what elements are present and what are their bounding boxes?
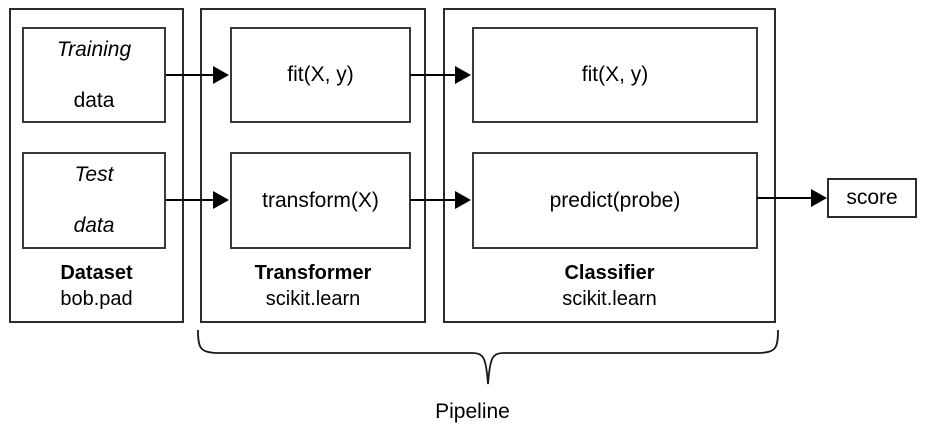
caption-transformer-title: Transformer [254,262,372,284]
box-transformer-transform: transform(X) [230,152,411,249]
box-score-label: score [846,186,898,209]
box-training-data: Training data [22,27,166,123]
box-transformer-fit: fit(X, y) [230,27,411,123]
caption-classifier-title: Classifier [564,262,655,284]
arrow-transformer-fit-to-classifier-fit-head [455,66,471,84]
arrow-test-to-transformer-transform-line [166,199,214,201]
arrow-training-to-transformer-fit-head [213,66,229,84]
box-transformer-fit-label: fit(X, y) [287,63,354,87]
box-classifier-fit: fit(X, y) [472,27,758,123]
caption-classifier: Classifier scikit.learn [443,260,776,312]
caption-dataset-subtitle: bob.pad [60,288,133,310]
pipeline-label-text: Pipeline [435,400,510,423]
arrow-classifier-predict-to-score-head [811,189,827,207]
arrow-transformer-transform-to-classifier-predict-head [455,191,471,209]
group-dataset [9,8,184,323]
caption-classifier-subtitle: scikit.learn [562,288,657,310]
box-classifier-fit-label: fit(X, y) [581,63,649,87]
box-score: score [827,178,917,218]
box-classifier-predict-label: predict(probe) [549,188,681,212]
arrow-classifier-predict-to-score-line [757,197,813,199]
caption-transformer-subtitle: scikit.learn [265,288,361,310]
arrow-test-to-transformer-transform-head [213,191,229,209]
box-test-data-label: Test data [74,136,115,264]
arrow-transformer-transform-to-classifier-predict-line [410,199,456,201]
caption-dataset-title: Dataset [60,262,133,284]
group-classifier [443,8,776,323]
box-transformer-transform-label: transform(X) [262,188,379,212]
pipeline-brace-label: Pipeline [0,400,930,424]
training-data-line1: Training [56,37,132,61]
arrow-training-to-transformer-fit-line [166,74,214,76]
caption-dataset: Dataset bob.pad [9,260,184,312]
box-test-data: Test data [22,152,166,249]
arrow-transformer-fit-to-classifier-fit-line [410,74,456,76]
box-classifier-predict: predict(probe) [472,152,758,249]
pipeline-brace [197,329,779,385]
box-training-data-label: Training data [57,11,131,139]
group-transformer [200,8,426,323]
training-data-line2: data [73,88,115,112]
caption-transformer: Transformer scikit.learn [200,260,426,312]
test-data-line2: data [73,214,115,238]
test-data-line1: Test [74,163,114,187]
